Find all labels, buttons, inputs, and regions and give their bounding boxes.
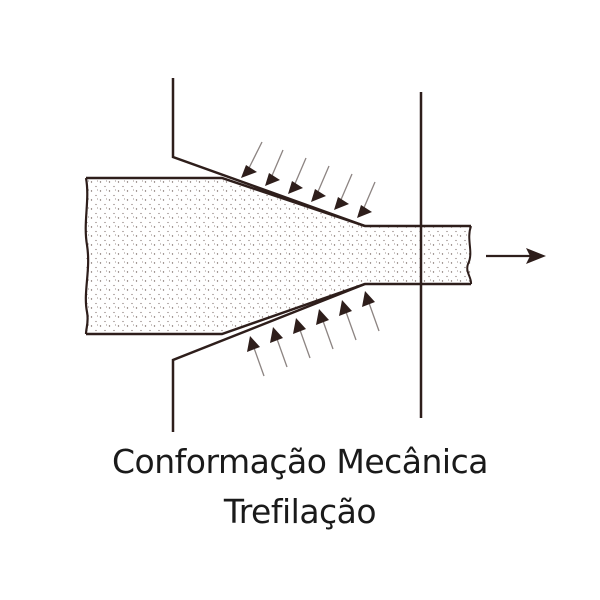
workpiece-material <box>86 178 471 334</box>
pressure-arrow-icon <box>362 291 380 332</box>
pressure-arrow-icon <box>241 141 263 178</box>
pressure-arrow-icon <box>334 173 353 210</box>
workpiece-top-outline <box>86 176 471 228</box>
pressure-arrow-icon <box>357 181 376 218</box>
pressure-arrow-icon <box>293 318 311 359</box>
pressure-arrow-icon <box>247 336 265 377</box>
pressure-arrow-icon <box>288 157 307 194</box>
caption-subtitle: Trefilação <box>223 492 377 531</box>
pressure-arrow-icon <box>270 327 288 368</box>
pressure-arrow-icon <box>339 300 357 341</box>
pressure-arrow-icon <box>265 149 284 186</box>
upper-pressure-arrows <box>241 141 376 218</box>
die-lower <box>171 282 366 432</box>
workpiece-bottom-outline <box>86 282 471 336</box>
pressure-arrow-icon <box>311 165 330 202</box>
die-upper <box>171 78 366 228</box>
pressure-arrow-icon <box>316 309 334 350</box>
caption-title: Conformação Mecânica <box>112 442 488 481</box>
workpiece-left-edge <box>84 177 90 335</box>
workpiece-right-edge <box>466 225 473 285</box>
lower-pressure-arrows <box>247 291 380 377</box>
right-arrow-icon <box>486 248 546 264</box>
